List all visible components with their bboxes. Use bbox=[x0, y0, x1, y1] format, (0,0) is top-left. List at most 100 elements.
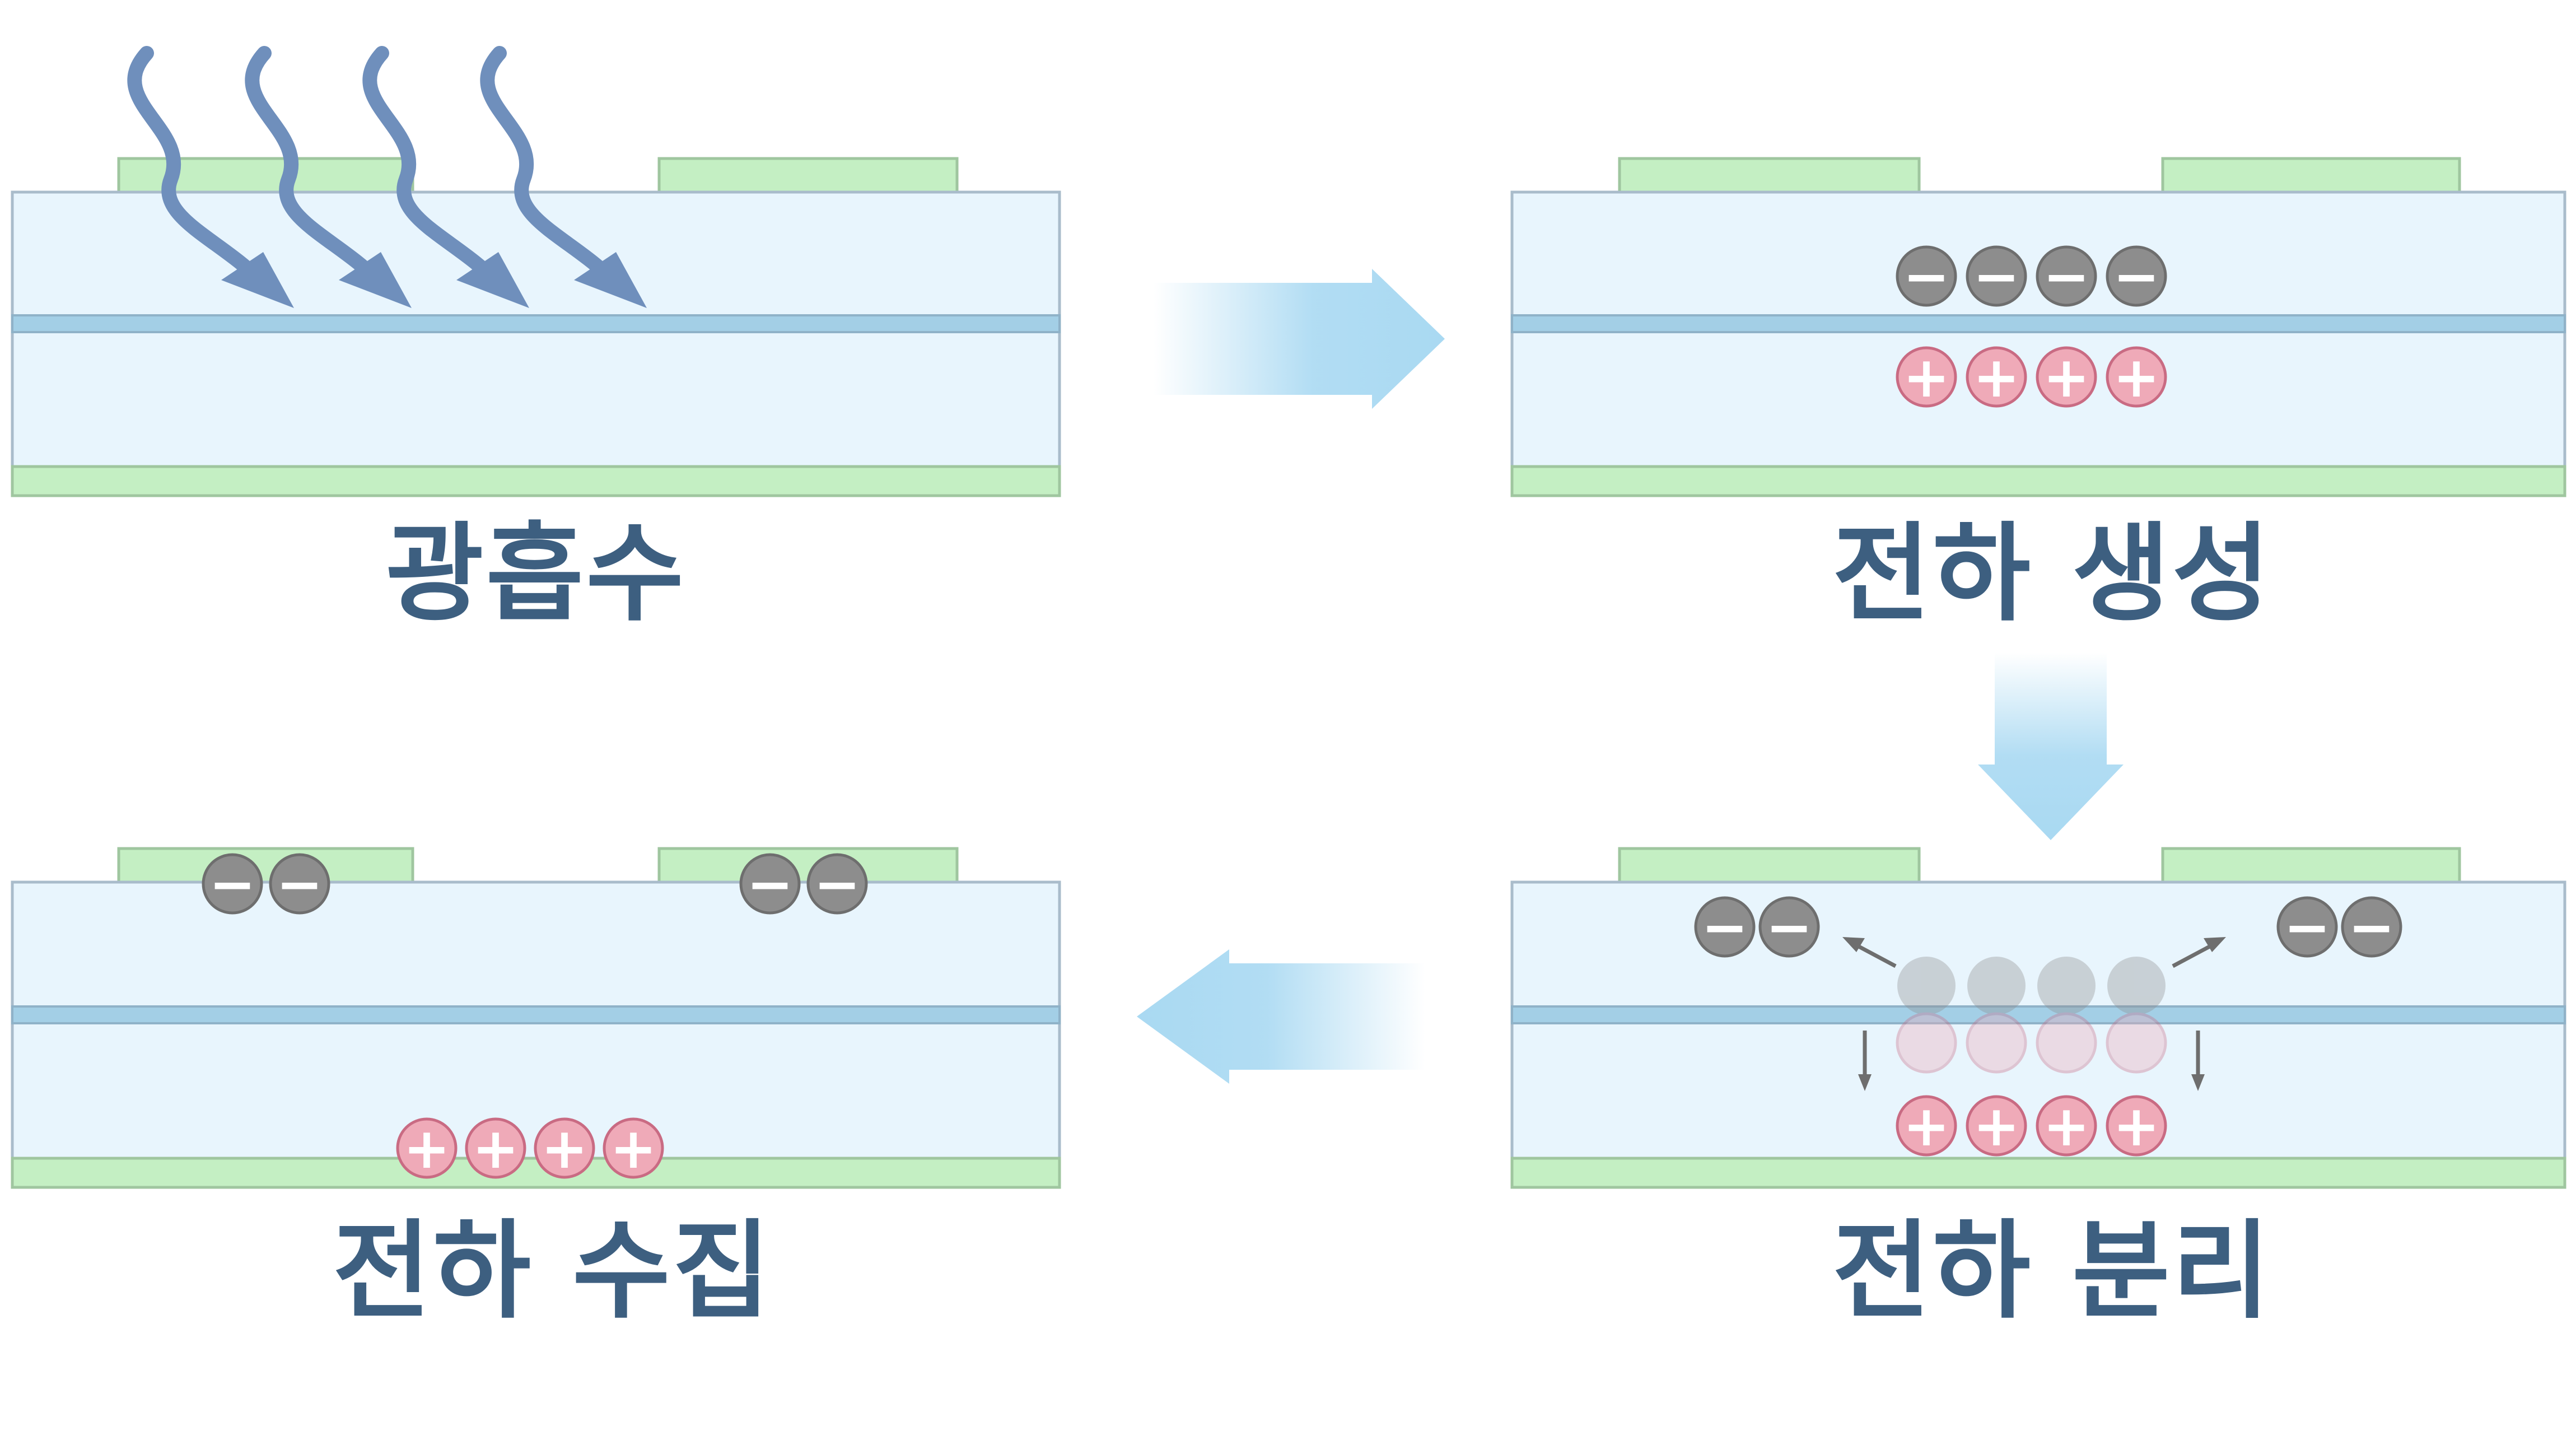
bottom-electrode bbox=[11, 1157, 1061, 1189]
plus-circle-icon bbox=[2106, 1012, 2167, 1074]
electron-row: − − − − bbox=[1896, 244, 2167, 309]
electron-sign: − bbox=[2113, 244, 2160, 309]
hole: + bbox=[1896, 344, 1957, 410]
hole: + bbox=[603, 1116, 664, 1181]
plus-circle-icon bbox=[1896, 1095, 1957, 1157]
electron-sign: − bbox=[276, 851, 323, 917]
plus-circle-icon bbox=[2036, 1012, 2097, 1074]
hole: + bbox=[2106, 344, 2167, 410]
hole-sign: + bbox=[403, 1116, 450, 1181]
step-caption-separation: 전하 분리 bbox=[1832, 1209, 2272, 1333]
minus-circle-icon bbox=[202, 853, 263, 915]
gradient-block-arrow-icon bbox=[1978, 652, 2124, 840]
top-electrode-right bbox=[2161, 847, 2461, 885]
hole-sign: + bbox=[2113, 1093, 2160, 1159]
light-ray-icon bbox=[362, 46, 505, 290]
electron: − bbox=[2036, 244, 2097, 309]
light-ray-head-icon bbox=[221, 252, 294, 308]
light-ray-head-icon bbox=[574, 252, 647, 308]
pn-junction-line bbox=[1511, 314, 2566, 333]
minus-circle-icon bbox=[1896, 245, 1957, 307]
minus-circle-icon bbox=[2036, 245, 2097, 307]
arrow-up-left-icon bbox=[1852, 941, 1897, 968]
top-electrode-left bbox=[117, 847, 414, 885]
light-ray-heads bbox=[221, 252, 647, 308]
hole: + bbox=[2036, 344, 2097, 410]
electron-sign: − bbox=[209, 851, 256, 917]
electron-sign: − bbox=[1903, 244, 1950, 309]
plus-circle-icon bbox=[1896, 346, 1957, 408]
collected-hole-row: + + + + bbox=[396, 1116, 664, 1181]
light-ray-icon bbox=[127, 46, 269, 290]
minus-circle-icon bbox=[2037, 957, 2096, 1015]
flow-arrow-right bbox=[1154, 269, 1445, 409]
electron-sign: − bbox=[2284, 894, 2331, 960]
plus-circle-icon bbox=[1966, 1012, 2027, 1074]
electron: − bbox=[1694, 894, 1756, 960]
faded-electron-row bbox=[1897, 957, 2166, 1015]
minus-circle-icon bbox=[1966, 245, 2027, 307]
electron: − bbox=[2341, 894, 2402, 960]
hole-sign: + bbox=[610, 1116, 657, 1181]
gradient-block-arrow-icon bbox=[1137, 949, 1425, 1084]
plus-circle-icon bbox=[1966, 346, 2027, 408]
minus-circle-icon bbox=[2106, 245, 2167, 307]
light-ray-icon bbox=[245, 46, 387, 290]
minus-circle-icon bbox=[1967, 957, 2026, 1015]
electron-sign: − bbox=[2348, 894, 2395, 960]
electron: − bbox=[1896, 244, 1957, 309]
hole: + bbox=[1896, 1093, 1957, 1159]
electron: − bbox=[269, 851, 330, 917]
separated-electrons-left: − − bbox=[1694, 894, 1820, 960]
light-rays bbox=[127, 46, 622, 290]
minus-circle-icon bbox=[1897, 957, 1956, 1015]
electron-sign: − bbox=[2043, 244, 2090, 309]
top-electrode-left bbox=[1618, 157, 1921, 195]
electron: − bbox=[202, 851, 263, 917]
gradient-block-arrow-icon bbox=[1154, 269, 1445, 409]
plus-circle-icon bbox=[2036, 1095, 2097, 1157]
light-ray-head-icon bbox=[339, 252, 412, 308]
panel-generation: − − − − + bbox=[1510, 157, 2566, 636]
hole-sign: + bbox=[2113, 344, 2160, 410]
flow-arrow-down bbox=[1978, 652, 2124, 840]
hole: + bbox=[396, 1116, 458, 1181]
electron-sign: − bbox=[746, 851, 794, 917]
light-ray-head-icon bbox=[456, 252, 529, 308]
minus-circle-icon bbox=[1758, 896, 1820, 958]
electron: − bbox=[806, 851, 868, 917]
electron: − bbox=[739, 851, 801, 917]
motion-arrows bbox=[1842, 937, 2226, 1091]
top-electrode-left bbox=[1618, 847, 1921, 885]
minus-circle-icon bbox=[2276, 896, 2338, 958]
hole-sign: + bbox=[2043, 1093, 2090, 1159]
faded-hole-row bbox=[1896, 1012, 2167, 1074]
panel-separation: − − − − bbox=[1510, 847, 2566, 1333]
plus-circle-icon bbox=[1896, 1012, 1957, 1074]
bottom-electrode bbox=[1510, 1157, 2566, 1189]
pn-junction-line bbox=[11, 314, 1061, 333]
hole: + bbox=[2036, 1093, 2097, 1159]
step-caption-absorption: 광흡수 bbox=[386, 512, 686, 636]
electron-sign: − bbox=[1973, 244, 2020, 309]
hole: + bbox=[2106, 1093, 2167, 1159]
panel-collection: − − − − + bbox=[11, 847, 1061, 1333]
plus-circle-icon bbox=[396, 1117, 458, 1179]
hole: + bbox=[465, 1116, 526, 1181]
pn-junction-line bbox=[11, 1005, 1061, 1024]
hole-sign: + bbox=[2043, 344, 2090, 410]
minus-circle-icon bbox=[2341, 896, 2402, 958]
hole-sign: + bbox=[1903, 1093, 1950, 1159]
electron: − bbox=[2276, 894, 2338, 960]
plus-circle-icon bbox=[2106, 346, 2167, 408]
electron-sign: − bbox=[1766, 894, 1813, 960]
arrow-down-head-icon bbox=[2191, 1074, 2205, 1091]
minus-circle-icon bbox=[739, 853, 801, 915]
bottom-electrode bbox=[1510, 465, 2566, 497]
arrow-up-right-icon bbox=[2172, 941, 2216, 968]
plus-circle-icon bbox=[465, 1117, 526, 1179]
hole-row: + + + + bbox=[1896, 344, 2167, 410]
hole-sign: + bbox=[1973, 1093, 2020, 1159]
electron: − bbox=[2106, 244, 2167, 309]
